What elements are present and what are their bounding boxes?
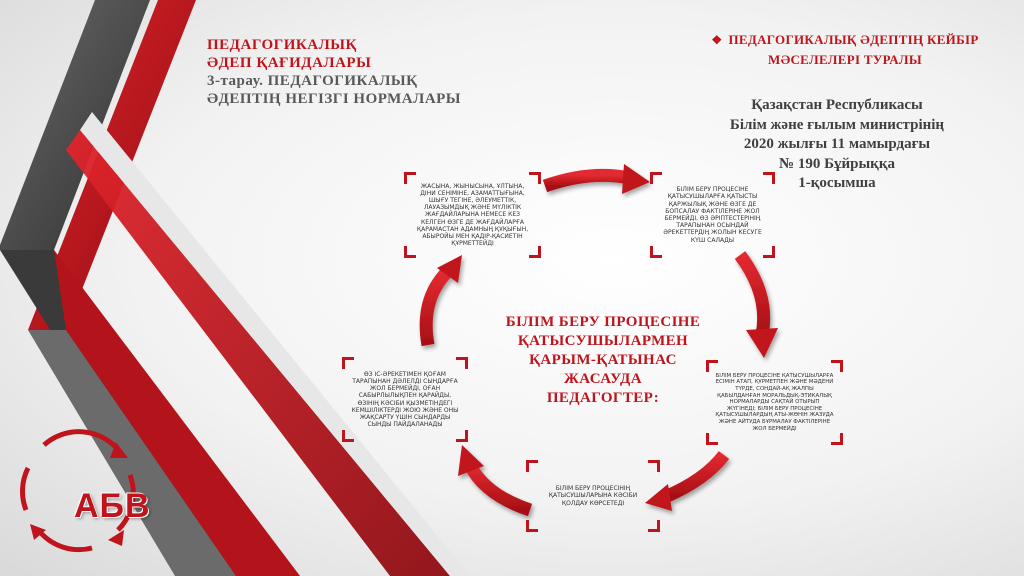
ministry-reference: Қазақстан Республикасы Білім және ғылым … — [712, 96, 962, 194]
ministry-line3: 2020 жылғы 11 мамырдағы — [743, 136, 931, 152]
ministry-line1: Қазақстан Республикасы — [751, 97, 923, 113]
box-respect-rights-text: ЖАСЫНА, ЖЫНЫСЫНА, ҰЛТЫНА, ДІНИ СЕНІМІНЕ,… — [416, 182, 529, 248]
header-left-line1: ПЕДАГОГИКАЛЫҚ — [207, 37, 357, 53]
header-left-line3: ПЕДАГОГИКАЛЫҚ — [263, 73, 418, 89]
box-address-by-name: БІЛІМ БЕРУ ПРОЦЕСІНЕ ҚАТЫСУШЫЛАРҒА ЕСІМІ… — [706, 360, 843, 445]
ministry-line4: № 190 Бұйрыққа — [779, 155, 895, 172]
box-no-extortion: БІЛІМ БЕРУ ПРОЦЕСІНЕ ҚАТЫСУШЫЛАРҒА ҚАТЫС… — [650, 172, 775, 258]
logo-circle-icon — [20, 429, 136, 553]
header-right-line2: МӘСЕЛЕЛЕРІ ТУРАЛЫ — [768, 52, 922, 67]
ministry-line2: Білім және ғылым министрінің — [729, 116, 945, 133]
center-title: БІЛІМ БЕРУ ПРОЦЕСІНЕ ҚАТЫСУШЫЛАРМЕН ҚАРЫ… — [478, 313, 728, 408]
box-respect-rights: ЖАСЫНА, ЖЫНЫСЫНА, ҰЛТЫНА, ДІНИ СЕНІМІНЕ,… — [404, 172, 541, 258]
diamond-bullet-icon: ❖ — [711, 33, 723, 47]
center-line5: ПЕДАГОГТЕР: — [546, 390, 660, 406]
center-line2: ҚАТЫСУШЫЛАРМЕН — [517, 333, 689, 349]
box-accept-criticism-text: ӨЗ ІС-ӘРЕКЕТІМЕН ҚОҒАМ ТАРАПЫНАН ДӘЛЕЛДІ… — [351, 370, 459, 429]
box-accept-criticism: ӨЗ ІС-ӘРЕКЕТІМЕН ҚОҒАМ ТАРАПЫНАН ДӘЛЕЛДІ… — [342, 357, 468, 442]
background-stripes — [0, 0, 470, 576]
center-line1: БІЛІМ БЕРУ ПРОЦЕСІНЕ — [505, 314, 701, 330]
box-address-by-name-text: БІЛІМ БЕРУ ПРОЦЕСІНЕ ҚАТЫСУШЫЛАРҒА ЕСІМІ… — [715, 372, 834, 432]
section-number: 3-тарау. — [207, 73, 264, 89]
header-right: ❖ ПЕДАГОГИКАЛЫҚ ӘДЕПТІҢ КЕЙБІР МӘСЕЛЕЛЕРІ… — [690, 30, 1000, 69]
center-line4: ЖАСАУДА — [564, 371, 642, 387]
ministry-line5: 1-қосымша — [798, 175, 876, 191]
box-no-extortion-text: БІЛІМ БЕРУ ПРОЦЕСІНЕ ҚАТЫСУШЫЛАРҒА ҚАТЫС… — [663, 186, 762, 244]
center-line3: ҚАРЫМ-ҚАТЫНАС — [529, 352, 677, 368]
header-right-line1: ПЕДАГОГИКАЛЫҚ ӘДЕПТІҢ КЕЙБІР — [728, 32, 979, 47]
cycle-arrows — [419, 164, 778, 517]
header-left-line2: ӘДЕП ҚАҒИДАЛАРЫ — [207, 55, 372, 71]
box-professional-support: БІЛІМ БЕРУ ПРОЦЕСІНІҢ ҚАТЫСУШЫЛАРЫНА КӘС… — [526, 460, 660, 532]
header-left-line4: ӘДЕПТІҢ НЕГІЗГІ НОРМАЛАРЫ — [207, 91, 462, 107]
header-left: ПЕДАГОГИКАЛЫҚ ӘДЕП ҚАҒИДАЛАРЫ 3-тарау. П… — [207, 36, 507, 108]
logo-text: АБВ — [74, 487, 151, 525]
box-professional-support-text: БІЛІМ БЕРУ ПРОЦЕСІНІҢ ҚАТЫСУШЫЛАРЫНА КӘС… — [548, 485, 638, 507]
